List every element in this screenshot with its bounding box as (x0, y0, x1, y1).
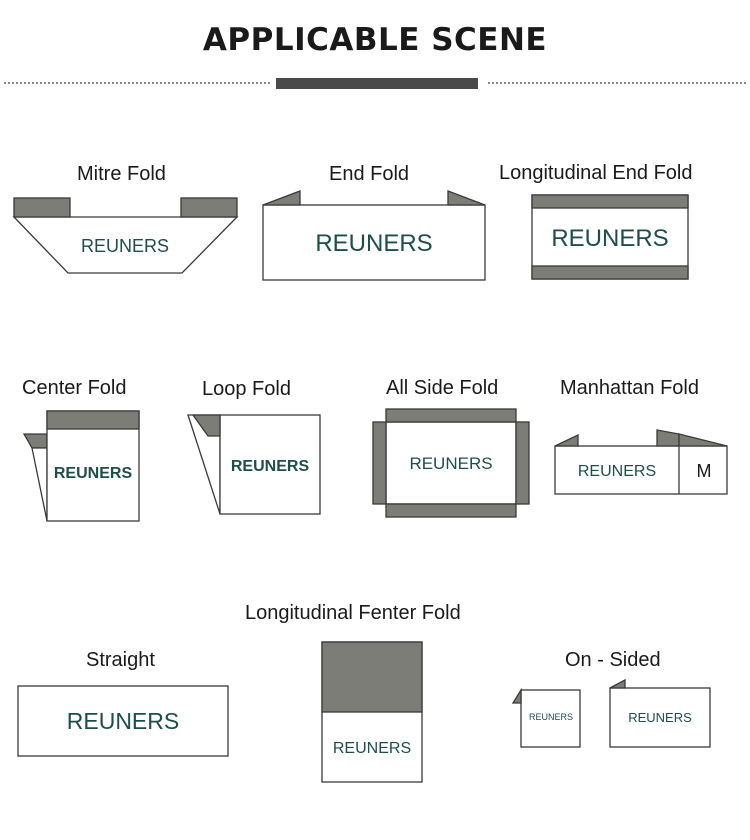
brand-text: REUNERS (67, 708, 179, 734)
on-sided-large-diagram: REUNERS (609, 678, 711, 748)
label-center-fold: Center Fold (22, 377, 127, 399)
brand-text: REUNERS (529, 712, 573, 722)
label-longitudinal-fenter-fold: Longitudinal Fenter Fold (245, 602, 461, 624)
longitudinal-end-fold-diagram: REUNERS (531, 194, 689, 280)
brand-text: REUNERS (409, 454, 492, 473)
dotted-divider-right (488, 82, 746, 84)
brand-text: REUNERS (231, 458, 310, 475)
dotted-divider-left (4, 82, 270, 84)
center-fold-diagram: REUNERS (22, 410, 140, 522)
brand-text: REUNERS (315, 230, 432, 257)
all-side-fold-diagram: REUNERS (372, 408, 530, 518)
brand-text: REUNERS (551, 225, 668, 252)
on-sided-small-diagram: REUNERS (511, 687, 581, 748)
manhattan-fold-diagram: REUNERS M (554, 429, 728, 495)
end-fold-diagram: REUNERS (262, 190, 486, 281)
mitre-fold-diagram: REUNERS (12, 197, 239, 274)
label-all-side-fold: All Side Fold (386, 377, 499, 399)
longitudinal-fenter-fold-diagram: REUNERS (321, 641, 423, 783)
title-underline-bar (276, 78, 478, 89)
label-end-fold: End Fold (329, 163, 410, 185)
label-manhattan-fold: Manhattan Fold (560, 377, 699, 399)
brand-text: REUNERS (628, 710, 692, 725)
label-on-sided: On - Sided (565, 649, 661, 671)
page-title: APPLICABLE SCENE (202, 22, 548, 58)
label-longitudinal-end-fold: Longitudinal End Fold (499, 162, 693, 184)
loop-fold-diagram: REUNERS (187, 414, 321, 515)
brand-text: REUNERS (333, 740, 411, 757)
label-loop-fold: Loop Fold (202, 378, 291, 400)
brand-text: REUNERS (578, 463, 656, 480)
brand-text: REUNERS (81, 236, 169, 256)
manhattan-letter: M (697, 461, 712, 481)
label-mitre-fold: Mitre Fold (77, 163, 166, 185)
straight-diagram: REUNERS (17, 685, 229, 757)
label-straight: Straight (86, 649, 155, 671)
brand-text: REUNERS (54, 465, 133, 482)
